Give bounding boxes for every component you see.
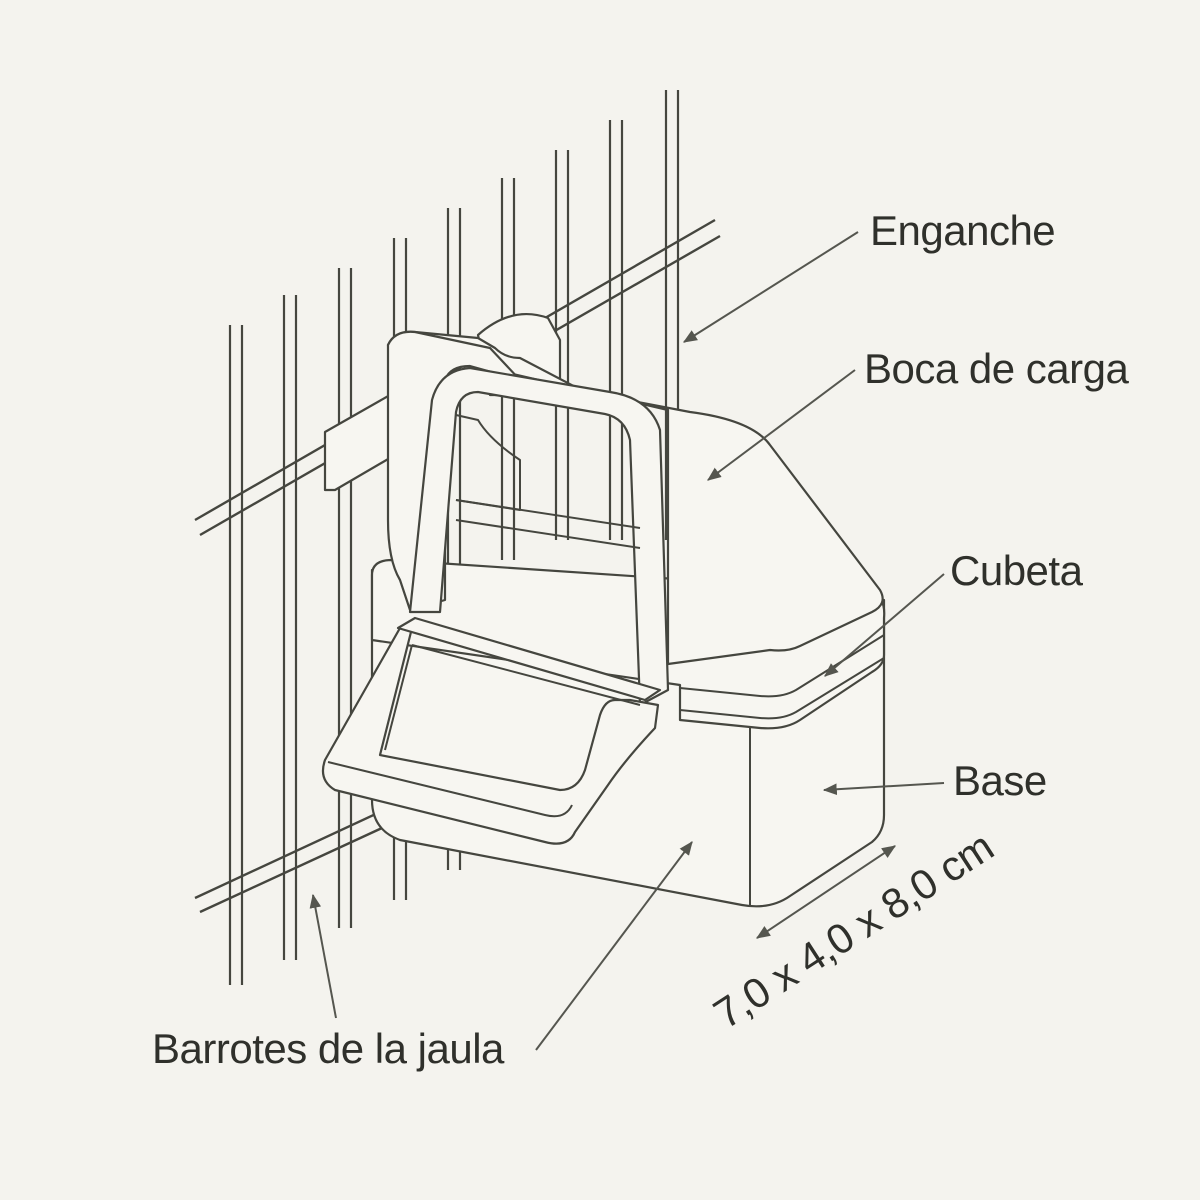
arrow-cage-bars [309, 893, 337, 1019]
arrow-hook [683, 231, 859, 343]
label-tray: Cubeta [950, 547, 1084, 594]
front-arch [408, 366, 670, 707]
perch [321, 626, 660, 845]
arrow-base-from-label [535, 841, 693, 1051]
label-hook: Enganche [870, 207, 1055, 254]
feeder [321, 313, 886, 908]
label-cage-bars: Barrotes de la jaula [152, 1025, 505, 1072]
arrow-tray [824, 573, 945, 677]
label-loading-mouth: Boca de carga [864, 345, 1129, 392]
dimension-arrow [756, 845, 896, 939]
leader-arrows [309, 231, 945, 1051]
side-clip [323, 393, 397, 492]
loading-mouth [386, 330, 884, 666]
label-base: Base [953, 757, 1047, 804]
arrow-base [822, 782, 945, 796]
arrow-loading-mouth [707, 369, 856, 481]
